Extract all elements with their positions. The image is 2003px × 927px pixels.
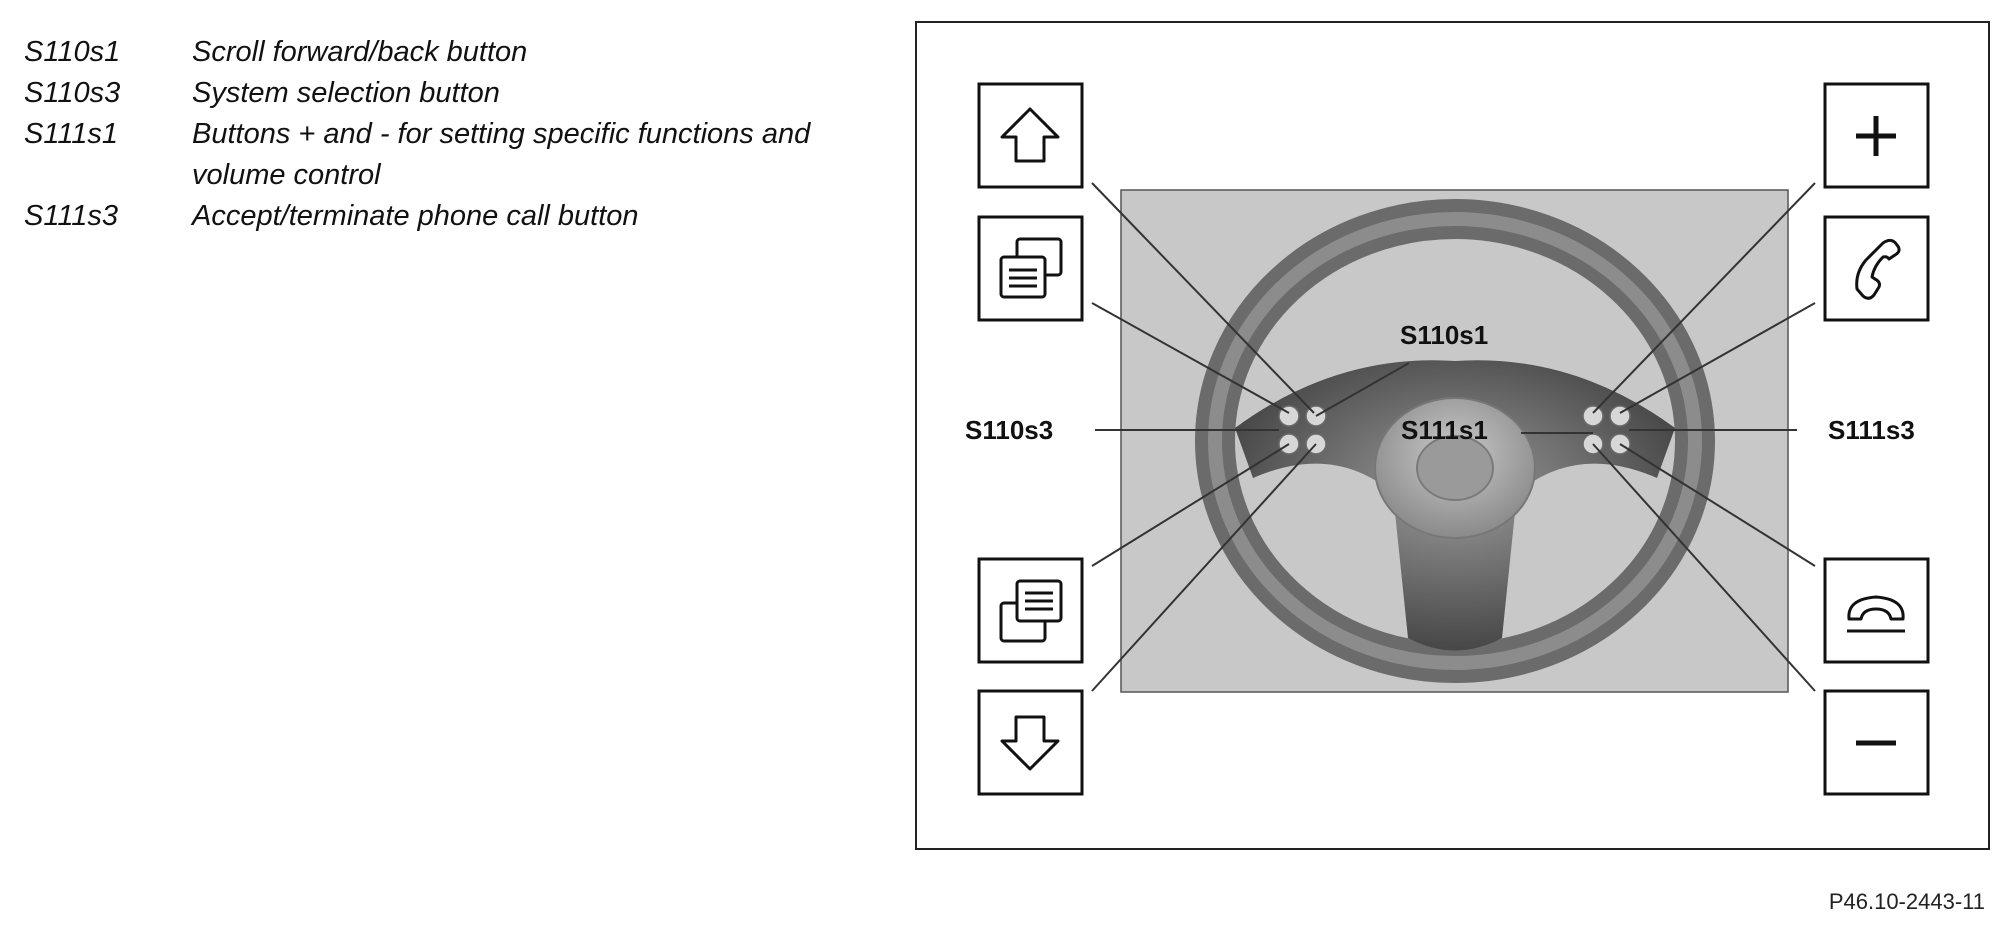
minus-button (1823, 689, 1930, 796)
label-s111s1: S111s1 (1401, 415, 1488, 445)
legend-code: S111s3 (24, 200, 119, 232)
legend: S110s1 Scroll forward/back button S110s3… (24, 32, 904, 237)
legend-code: S110s3 (24, 77, 121, 109)
arrow-up-icon (1000, 107, 1060, 163)
legend-description: Scroll forward/back button (192, 36, 528, 68)
arrow-up-button (977, 82, 1084, 189)
phone-hangup-icon (1847, 595, 1905, 633)
system-select-forward-button (977, 215, 1084, 322)
legend-description: Accept/terminate phone call button (192, 200, 639, 232)
legend-description: System selection button (192, 77, 500, 109)
label-s111s3: S111s3 (1828, 415, 1915, 445)
legend-code: S110s1 (24, 36, 121, 68)
plus-icon (1856, 116, 1896, 156)
system-select-forward-icon (999, 237, 1063, 299)
steering-wheel-diagram: S110s1 S110s3 S111s1 S111s3 (915, 21, 1990, 850)
legend-item-s110s1: S110s1 Scroll forward/back button (24, 32, 904, 73)
label-s110s3: S110s3 (965, 415, 1053, 445)
figure-reference-code: P46.10-2443-11 (1828, 889, 1985, 914)
leader-lines (1091, 182, 1816, 692)
legend-code: S111s1 (24, 118, 119, 150)
legend-item-s111s1: S111s1 Buttons + and - for setting speci… (24, 114, 904, 196)
system-select-back-icon (999, 579, 1063, 643)
phone-accept-button (1823, 215, 1930, 322)
phone-accept-icon (1855, 238, 1901, 300)
arrow-down-icon (1000, 715, 1060, 771)
label-s110s1: S110s1 (1400, 320, 1488, 350)
legend-item-s111s3: S111s3 Accept/terminate phone call butto… (24, 196, 904, 237)
plus-button (1823, 82, 1930, 189)
diagram-canvas: S110s1 S110s3 S111s1 S111s3 (965, 82, 1930, 796)
legend-item-s110s3: S110s3 System selection button (24, 73, 904, 114)
system-select-back-button (977, 557, 1084, 664)
phone-hangup-button (1823, 557, 1930, 664)
arrow-down-button (977, 689, 1084, 796)
legend-description: Buttons + and - for setting specific fun… (192, 118, 811, 191)
